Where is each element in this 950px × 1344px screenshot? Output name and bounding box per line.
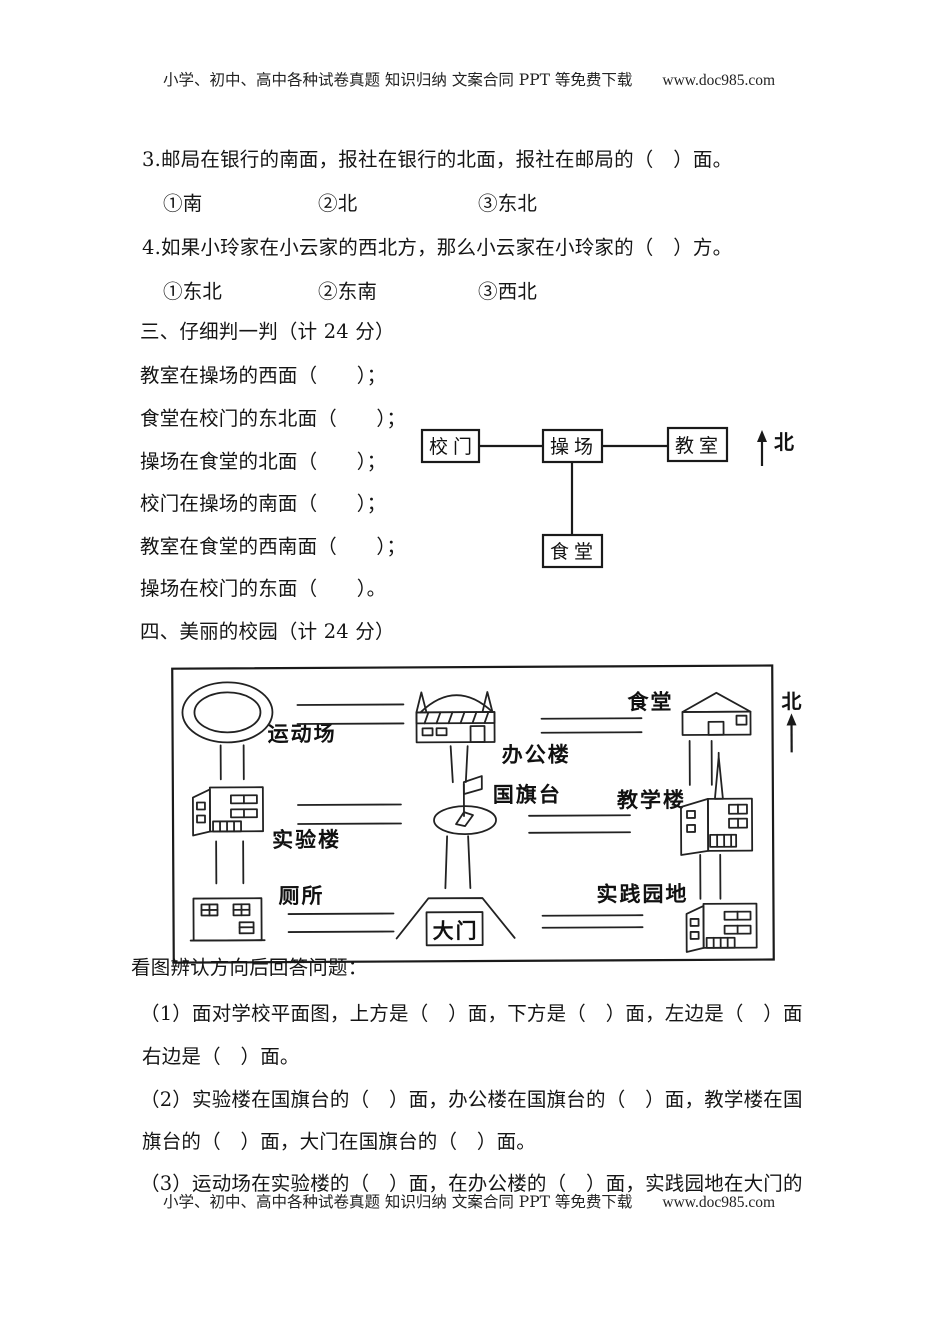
statement-5: 教室在食堂的西南面（ ）；	[140, 535, 407, 558]
question-4-option-3: ③西北	[478, 280, 538, 303]
north-arrow-icon	[757, 430, 767, 466]
diagram-box-playground-label: 操场	[550, 436, 598, 458]
sub-question-2-line-1: （2）实验楼在国旗台的（ ）面，办公楼在国旗台的（ ）面，教学楼在国	[140, 1088, 803, 1111]
question-4-option-2: ②东南	[318, 280, 378, 303]
statement-1: 教室在操场的西面（ ）；	[140, 364, 387, 387]
map-building-toilet	[189, 897, 266, 942]
footer-text: 小学、初中、高中各种试卷真题 知识归纳 文案合同 PPT 等免费下载	[163, 1193, 633, 1211]
map-label-gate: 大门	[433, 918, 479, 943]
diagram-box-school-gate-label: 校门	[429, 436, 477, 458]
diagram-box-canteen	[541, 533, 604, 569]
diagram-box-classroom	[666, 426, 729, 463]
map-label-practice-garden: 实践园地	[596, 881, 688, 906]
sub-question-3-line: （3）运动场在实验楼的（ ）面，在办公楼的（ ）面，实践园地在大门的	[140, 1172, 803, 1195]
map-label-lab-building: 实验楼	[272, 827, 341, 852]
map-path-lines	[219, 744, 245, 781]
map-path-lines	[215, 840, 245, 885]
map-path-lines	[699, 853, 722, 900]
map-intro-text: 看图辨认方向后回答问题：	[131, 956, 368, 979]
sub-question-1-line-2: 右边是（ ）面。	[142, 1045, 300, 1068]
header-text: 小学、初中、高中各种试卷真题 知识归纳 文案合同 PPT 等免费下载	[163, 71, 633, 89]
map-label-teaching-building: 教学楼	[617, 787, 686, 812]
north-arrow-icon	[786, 713, 797, 753]
map-path-lines	[444, 835, 472, 890]
sub-question-1-line-1: （1）面对学校平面图，上方是（ ）面，下方是（ ）面，左边是（ ）面	[140, 1002, 803, 1025]
statement-6: 操场在校门的东面（ ）。	[140, 577, 387, 600]
question-3-option-3: ③东北	[478, 192, 538, 215]
diagram-box-canteen-label: 食堂	[550, 541, 598, 563]
question-4-option-1: ①东北	[163, 280, 223, 303]
footer-url: www.doc985.com	[662, 1194, 776, 1211]
map-building-lab	[191, 786, 264, 837]
map-gate	[395, 897, 516, 947]
map-flag-stand	[433, 775, 497, 836]
map-building-office	[415, 691, 496, 744]
statement-2: 食堂在校门的东北面（ ）；	[140, 407, 407, 430]
section-3-title: 三、仔细判一判（计 24 分）	[140, 320, 395, 343]
map-label-flag-stand: 国旗台	[493, 782, 562, 807]
map-building-practice-garden	[685, 902, 758, 953]
page-footer: 小学、初中、高中各种试卷真题 知识归纳 文案合同 PPT 等免费下载 www.do…	[163, 1190, 775, 1212]
map-building-canteen	[681, 691, 752, 736]
map-label-toilet: 厕所	[278, 883, 324, 908]
statement-4: 校门在操场的南面（ ）；	[140, 492, 387, 515]
school-layout-diagram: 校门 操场 教室 食堂 北	[420, 426, 794, 569]
diagram-box-classroom-label: 教室	[675, 435, 723, 457]
sub-question-2-line-2: 旗台的（ ）面，大门在国旗台的（ ）面。	[142, 1130, 537, 1153]
map-path-lines	[688, 739, 713, 786]
map-road-lines	[287, 703, 644, 933]
map-building-teaching	[680, 751, 754, 856]
map-path-lines	[449, 745, 469, 784]
map-label-office-building: 办公楼	[502, 742, 571, 767]
section-4-title: 四、美丽的校园（计 24 分）	[140, 620, 395, 643]
header-url: www.doc985.com	[662, 72, 776, 89]
map-north-label: 北	[781, 689, 801, 713]
question-3-text: 3.邮局在银行的南面，报社在银行的北面，报社在邮局的（ ）面。	[142, 148, 733, 171]
question-3-option-2: ②北	[318, 192, 358, 215]
diagram-north-label: 北	[774, 430, 794, 454]
map-label-canteen: 食堂	[627, 689, 673, 714]
map-label-sports-field: 运动场	[268, 721, 337, 746]
question-3-option-1: ①南	[163, 192, 203, 215]
question-4-text: 4.如果小玲家在小云家的西北方，那么小云家在小玲家的（ ）方。	[142, 236, 733, 259]
statement-3: 操场在食堂的北面（ ）；	[140, 450, 387, 473]
map-sports-field-track	[181, 681, 274, 744]
campus-map: 运动场 实验楼 厕所	[171, 664, 801, 964]
page-header: 小学、初中、高中各种试卷真题 知识归纳 文案合同 PPT 等免费下载 www.do…	[163, 68, 775, 90]
campus-map-border	[171, 664, 775, 964]
